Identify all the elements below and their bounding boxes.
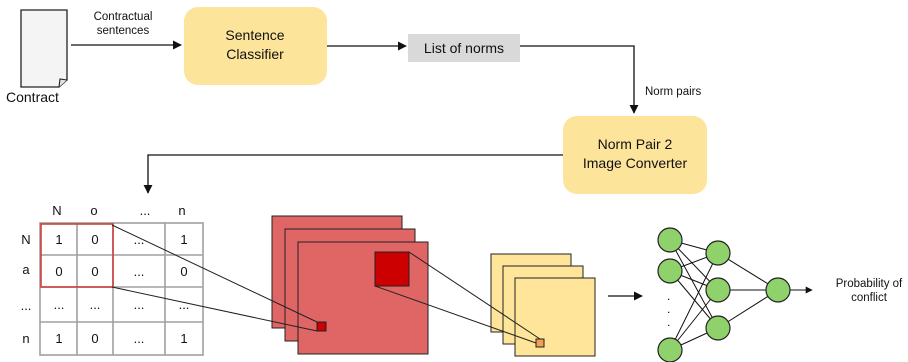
edge-converter-to-matrix xyxy=(143,154,563,194)
list-of-norms-label: List of norms xyxy=(424,40,504,56)
ellipsis-dot-2: . xyxy=(667,302,670,316)
cell-3-1: 0 xyxy=(91,331,98,346)
cell-3-3: 1 xyxy=(180,331,187,346)
sentence-classifier-label-1: Sentence xyxy=(225,27,284,43)
cell-1-1: 0 xyxy=(91,264,98,279)
projection-line-top xyxy=(111,224,318,323)
hidden-neuron-1 xyxy=(705,240,731,266)
cell-3-0: 1 xyxy=(55,331,62,346)
neural-network: . . . xyxy=(657,227,813,362)
matrix-receptive-field-highlight xyxy=(40,223,114,288)
cell-0-1: 0 xyxy=(91,232,98,247)
output-label-2: conflict xyxy=(851,292,888,304)
cell-1-3: 0 xyxy=(180,264,187,279)
projection-line-kernel-top xyxy=(408,251,541,340)
ellipsis-dot-1: . xyxy=(667,289,670,303)
cell-1-0: 0 xyxy=(55,264,62,279)
edge-label-contractual-sentences-2: sentences xyxy=(97,25,150,37)
input-neuron-n xyxy=(657,337,683,362)
sentence-classifier-node xyxy=(184,7,327,85)
feature-map-unit xyxy=(316,321,327,332)
projection-line-kernel-bottom xyxy=(374,285,537,344)
converter-label-1: Norm Pair 2 xyxy=(598,136,673,152)
row-header-3: n xyxy=(22,331,29,346)
col-header-3: n xyxy=(178,203,185,218)
matrix-cells: 1 0 ... 1 0 0 ... 0 ... ... ... ... 1 0 … xyxy=(54,232,190,346)
edge-label-contractual-sentences-1: Contractual xyxy=(94,11,153,23)
pooled-map-unit xyxy=(535,338,545,348)
cell-1-2: ... xyxy=(134,264,145,279)
col-header-0: N xyxy=(52,203,61,218)
sentence-classifier-label-2: Classifier xyxy=(226,46,284,62)
matrix-row-headers: N a ... n xyxy=(21,232,32,346)
cell-2-2: ... xyxy=(134,297,145,312)
matrix-column-headers: N o ... n xyxy=(52,203,185,218)
cell-2-3: ... xyxy=(179,297,190,312)
output-label-1: Probability of xyxy=(836,278,903,290)
cell-3-2: ... xyxy=(134,331,145,346)
row-header-0: N xyxy=(21,232,30,247)
list-of-norms-node xyxy=(408,34,520,62)
row-header-2: ... xyxy=(21,298,32,313)
cell-0-0: 1 xyxy=(55,232,62,247)
pooled-map-stack xyxy=(490,253,596,357)
input-neuron-2 xyxy=(657,258,683,284)
cell-0-3: 1 xyxy=(180,232,187,247)
ellipsis-dot-3: . xyxy=(667,315,670,329)
hidden-neuron-2 xyxy=(705,277,731,303)
feature-map-stack xyxy=(271,215,429,355)
row-header-1: a xyxy=(22,262,30,277)
contract-document-icon xyxy=(20,9,68,88)
norm-pair-image-converter-node xyxy=(563,116,707,194)
contract-label: Contract xyxy=(6,89,59,105)
hidden-neuron-3 xyxy=(705,315,731,341)
projection-line-bottom xyxy=(111,286,318,332)
col-header-2: ... xyxy=(140,203,151,218)
cell-2-0: ... xyxy=(54,297,65,312)
edge-label-norm-pairs: Norm pairs xyxy=(645,86,701,98)
output-neuron xyxy=(765,277,791,303)
cell-0-2: ... xyxy=(134,232,145,247)
edge-list-to-converter xyxy=(520,45,639,114)
col-header-1: o xyxy=(90,203,97,218)
conv-kernel-region xyxy=(374,251,410,287)
input-neuron-1 xyxy=(657,227,683,253)
cell-2-1: ... xyxy=(90,297,101,312)
converter-label-2: Image Converter xyxy=(583,155,688,171)
